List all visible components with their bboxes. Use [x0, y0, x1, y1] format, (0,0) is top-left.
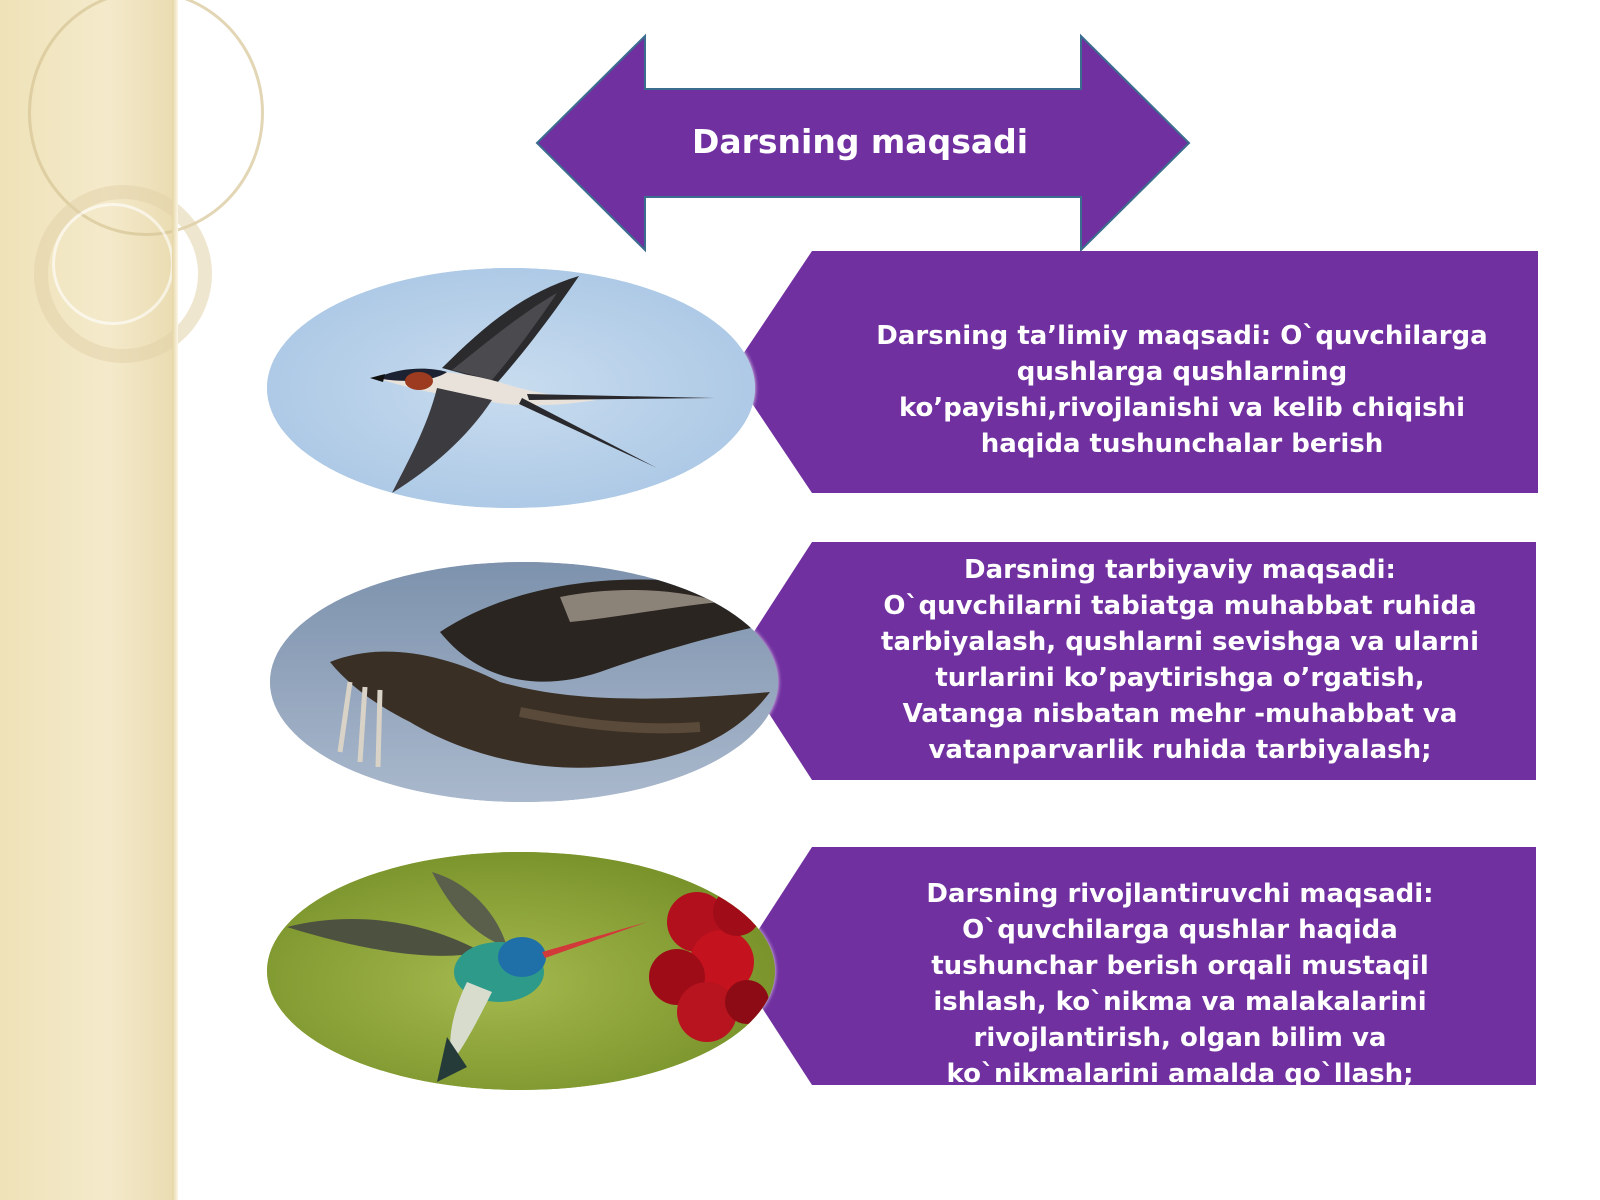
goal-box-shape: [735, 847, 1536, 1085]
swift-wings-photo: [270, 562, 778, 802]
developmental-goal-text: Darsning rivojlantiruvchi maqsadi: O`quv…: [926, 879, 1434, 1089]
educational-goal-text: Darsning ta’limiy maqsadi: O`quvchilarga…: [876, 321, 1488, 459]
goal-box-shape: [731, 251, 1538, 493]
page-title: Darsning maqsadi: [691, 122, 1029, 161]
upbringing-goal-text: Darsning tarbiyaviy maqsadi: O`quvchilar…: [881, 555, 1479, 765]
goal-box-shape: [735, 542, 1536, 780]
hummingbird-flower-photo: [267, 852, 775, 1090]
double-arrow-shape: [535, 33, 1191, 253]
side-panel-edge: [172, 0, 178, 1200]
swallow-flying-photo: [267, 268, 755, 508]
